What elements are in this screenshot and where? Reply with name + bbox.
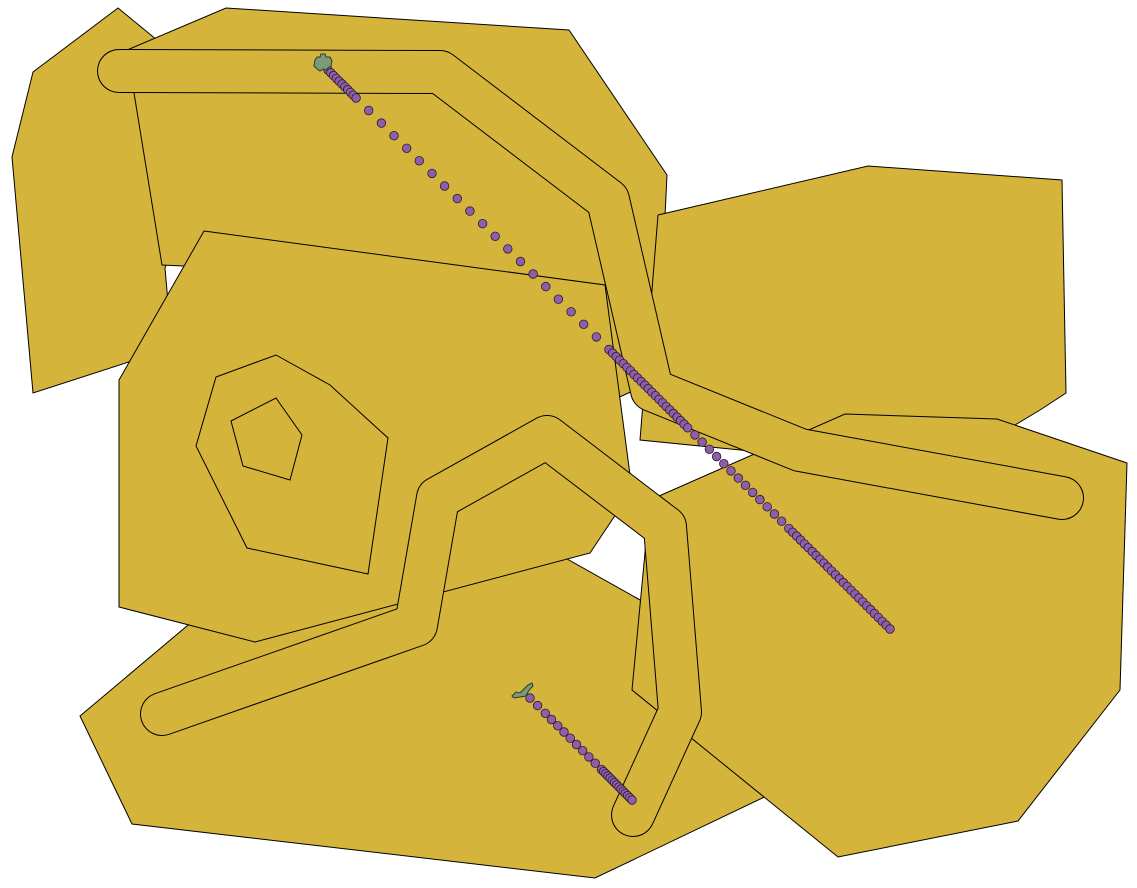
track-dot	[683, 423, 693, 433]
polygon-bottom-right	[631, 413, 1128, 858]
track-dot	[553, 294, 564, 304]
track-dot	[762, 502, 772, 512]
track-dot	[769, 509, 780, 519]
track-dot	[776, 516, 787, 526]
track-dot	[565, 733, 575, 743]
track-dot	[452, 193, 463, 204]
track-dot	[755, 494, 765, 505]
track-dot	[571, 739, 582, 750]
track-dot	[591, 332, 602, 342]
dot-track-long	[313, 53, 895, 634]
track-dot	[733, 473, 744, 483]
track-dot	[427, 168, 437, 179]
track-dot	[559, 727, 569, 737]
track-dot	[515, 256, 526, 267]
track-dot	[532, 700, 543, 711]
track-dot	[579, 319, 589, 330]
track-dot	[477, 218, 488, 229]
polygon-layer	[11, 7, 1128, 879]
track-layer	[313, 53, 895, 805]
track-dot	[528, 269, 538, 279]
track-dot	[726, 466, 736, 476]
track-dot	[553, 721, 563, 731]
track-dot	[590, 758, 600, 768]
track-dot	[490, 231, 500, 242]
polygon-right	[639, 165, 1067, 471]
track-dot	[566, 307, 576, 317]
track-dot	[627, 795, 637, 805]
dot-track-short	[511, 682, 637, 805]
track-dot	[364, 105, 374, 116]
track-dot	[740, 480, 751, 491]
track-dot	[546, 714, 557, 725]
track-dot	[503, 244, 513, 254]
track-dot	[540, 708, 551, 719]
inner-contour-inner	[230, 397, 303, 481]
buffer-path-bottom-fill	[141, 416, 701, 836]
track-dot	[351, 93, 361, 103]
sheep-marker-top	[313, 53, 333, 72]
track-dot	[376, 118, 387, 128]
track-dot	[748, 487, 758, 498]
track-dot	[389, 130, 399, 141]
track-dot	[885, 624, 895, 634]
path-layer	[97, 49, 1084, 837]
track-dot	[402, 143, 412, 154]
buffer-path-top	[97, 49, 1084, 520]
sheep-marker-bottom	[511, 682, 534, 699]
track-dot	[541, 281, 551, 292]
track-dot	[525, 693, 535, 703]
buffer-path-bottom	[140, 415, 702, 837]
buffer-path-top-fill	[98, 50, 1083, 519]
track-dot	[704, 444, 715, 455]
track-dot	[690, 430, 700, 440]
track-dot	[439, 181, 450, 191]
track-dot	[414, 156, 425, 166]
track-dot	[711, 451, 722, 462]
track-dot	[584, 752, 594, 762]
track-dot	[719, 459, 729, 469]
track-dot	[578, 746, 588, 756]
track-dot	[465, 206, 475, 216]
track-dot	[697, 437, 707, 447]
